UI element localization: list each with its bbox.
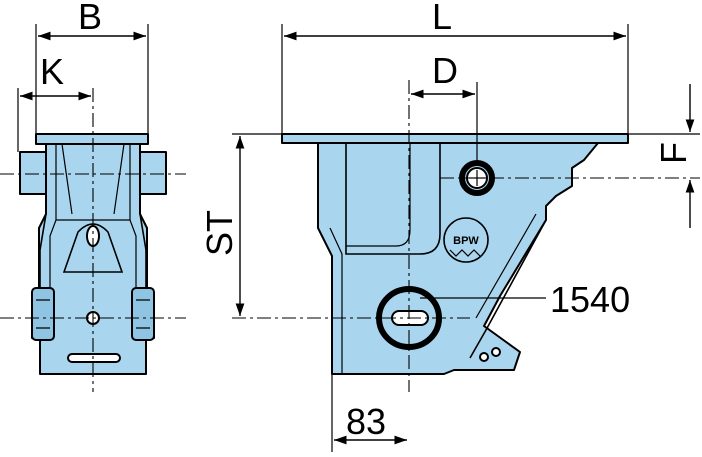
dimension-labels: B K L D ST F 1540 83 [40, 0, 694, 442]
front-small-hole-1 [479, 352, 489, 362]
side-bottom-slot [67, 353, 121, 363]
dimension-lines [17, 24, 700, 452]
label-f: F [653, 142, 694, 164]
side-left-stub [19, 151, 47, 195]
label-l: L [432, 0, 452, 37]
side-left-boss [31, 287, 55, 341]
side-top-plate [35, 133, 149, 145]
label-st: ST [199, 210, 240, 256]
label-d: D [432, 50, 458, 91]
label-part-number: 1540 [550, 279, 630, 320]
side-right-boss [131, 287, 155, 341]
label-k: K [40, 51, 64, 92]
side-view [0, 88, 186, 392]
side-rib-left [39, 213, 47, 290]
label-width-value: 83 [346, 401, 386, 442]
front-top-plate [281, 133, 629, 144]
side-inner-walls [49, 143, 137, 288]
svg-text:BPW: BPW [453, 235, 479, 247]
label-b: B [78, 0, 102, 37]
side-right-stub [139, 151, 167, 195]
front-view: BPW [232, 80, 700, 392]
side-web [62, 223, 124, 273]
bpw-logo: BPW [443, 217, 489, 263]
front-small-hole-2 [491, 347, 501, 357]
side-rib-right [139, 213, 147, 290]
front-slope-edge [469, 219, 547, 359]
front-pocket [345, 143, 441, 255]
front-body [317, 142, 599, 375]
